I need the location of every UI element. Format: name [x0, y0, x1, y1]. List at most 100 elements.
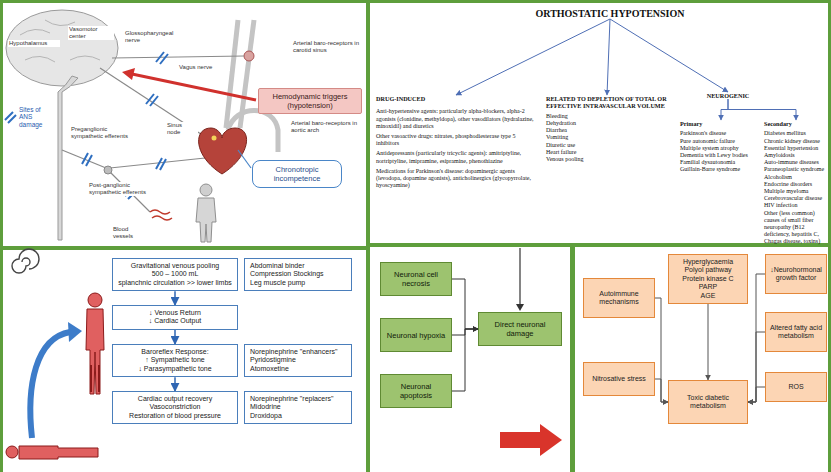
node-text: Vomiting — [546, 134, 668, 141]
posture-arrow — [30, 332, 70, 438]
connector-arrow — [748, 387, 765, 402]
node-text: Paraneoplastic syndrome — [764, 166, 828, 173]
glossopharyngeal-nerve — [112, 56, 244, 58]
process-box: Cardiac output recoveryVasoconstrictionR… — [112, 391, 238, 424]
node-text: Toxic diabetic metabolism — [671, 394, 745, 411]
node-text: Restoration of blood pressure — [116, 412, 234, 420]
carotid-artery — [226, 20, 238, 128]
cause-box: Neuronal cell necrosis — [380, 262, 452, 296]
mechanism-box: HyperglycaemiaPolyol pathwayProtein kina… — [668, 254, 748, 304]
tree-root: ORTHOSTATIC HYPOTENSION — [520, 8, 700, 19]
node-text: Dementia with Lewy bodies — [680, 152, 762, 159]
connector-arrow — [708, 304, 709, 380]
node-text: Diarrhea — [546, 127, 668, 134]
node-text: Venous pooling — [546, 156, 668, 163]
mechanism-box: ↓Neurohormonal growth factor — [765, 254, 827, 294]
cause-box: Neuronal apoptosis — [380, 374, 452, 408]
node-text: ↓ Venous Return — [116, 309, 234, 317]
node-text: Antidepressants (particularly tricyclic … — [376, 150, 536, 164]
connector-arrow — [721, 99, 728, 120]
connector-arrow — [452, 279, 478, 329]
arrowhead — [68, 322, 82, 342]
node-text: NEUROGENIC — [693, 92, 763, 99]
node-text: Gravitational venous pooling — [116, 262, 234, 270]
node-text: Hyperglycaemia — [671, 258, 745, 266]
node-text: Polyol pathway — [671, 266, 745, 274]
node-text: Essential hypertension — [764, 145, 828, 152]
category-heading: NEUROGENIC — [693, 92, 763, 99]
mechanism-box: ROS — [765, 372, 827, 402]
node-text: Cerebrovascular disease — [764, 195, 828, 202]
node-text: Droxidopa — [250, 412, 346, 420]
damage-mark — [146, 94, 158, 106]
effect-box: Direct neuronal damage — [478, 312, 562, 346]
part-label: Arterial baro-receptors in aortic arch — [290, 120, 360, 134]
process-box: ↓ Venous Return↓ Cardiac Output — [112, 305, 238, 330]
central-box: Toxic diabetic metabolism — [668, 380, 748, 424]
node-text: DRUG-INDUCED — [376, 95, 536, 102]
connector-arrow — [456, 19, 610, 95]
part-label: Post-ganglionic sympathetic efferents — [88, 182, 150, 196]
panel — [370, 247, 570, 472]
node-text: ↓ Parasympathetic tone — [116, 365, 234, 373]
node-text: Anti-hypertensive agents: particularly a… — [376, 108, 536, 130]
connector-arrow — [607, 19, 610, 95]
node-text: Autoimmune mechanisms — [586, 290, 652, 307]
node-text: Amyloidosis — [764, 152, 828, 159]
incoming-line — [519, 248, 520, 304]
part-label: Hypothalamus — [8, 40, 60, 47]
mechanism-box: Altered fatty acid metabolism — [765, 312, 827, 352]
node-text: ↓ Cardiac Output — [116, 317, 234, 325]
process-box: Gravitational venous pooling500 – 1000 m… — [112, 258, 238, 291]
body-figure — [200, 184, 212, 196]
blood-vessels-drawing — [150, 210, 172, 220]
connector-arrow — [174, 377, 176, 391]
node-text: Alcoholism — [764, 174, 828, 181]
pooling-mark — [91, 365, 99, 392]
process-box: Baroreflex Response:↑ Sympathetic tone↓ … — [112, 344, 238, 377]
node-text: Diuretic use — [546, 142, 668, 149]
lying-figure — [19, 446, 98, 459]
outgoing-arrow — [500, 424, 562, 456]
node-text: Other vasoactive drugs: nitrates, phosph… — [376, 133, 536, 147]
node-text: Familial dysautonomia — [680, 159, 762, 166]
part-label: Sinus node — [166, 122, 198, 136]
node-text: Pure autonomic failure — [680, 138, 762, 145]
panel — [3, 3, 366, 246]
treatment-box: Norepinephrine "enhancers"Pyridostigmine… — [244, 344, 352, 377]
treatment-box: Norepinephrine "replacers"MidodrineDroxi… — [244, 391, 352, 424]
arrowhead — [122, 68, 135, 80]
node-text: Cardiac output recovery — [116, 395, 234, 403]
spinal-cord — [58, 76, 78, 240]
node-text: Atomoxetine — [250, 365, 346, 373]
node-text: Midodrine — [250, 403, 346, 411]
damage-mark — [156, 52, 168, 64]
node-text: Parkinson's disease — [680, 130, 762, 137]
node-text: Nitrosative stress — [586, 375, 652, 383]
node-text: Other (less common) causes of small fibe… — [764, 210, 828, 246]
panel — [3, 250, 366, 472]
node-text: Diabetes mellitus — [764, 130, 828, 137]
connector-arrow — [174, 291, 176, 305]
node-text: Dehydration — [546, 120, 668, 127]
standing-figure — [86, 309, 104, 394]
node-text: Neuronal apoptosis — [384, 382, 448, 400]
node-text: Heart failure — [546, 149, 668, 156]
node-text: RELATED TO DEPLETION OF TOTAL OR EFFECTI… — [546, 95, 668, 110]
trigger-box: Hemodynamic triggers (hypotension) — [258, 88, 362, 114]
node-text: ↓Neurohormonal growth factor — [768, 266, 824, 283]
part-label: Arterial baro-receptors in carotid sinus — [292, 40, 362, 54]
connector-arrow — [728, 99, 796, 120]
node-text: Leg muscle pump — [250, 279, 346, 287]
subcategory-column: SecondaryDiabetes mellitusChronic kidney… — [764, 120, 828, 245]
carotid-sinus — [244, 51, 254, 61]
node-text: Primary — [680, 120, 762, 127]
connector-arrow — [748, 274, 765, 402]
node-text: Baroreflex Response: — [116, 348, 234, 356]
arrowhead — [516, 304, 524, 311]
connector-arrow — [610, 19, 728, 92]
node-text: Hemodynamic triggers (hypotension) — [263, 92, 357, 110]
node-text: ROS — [768, 383, 824, 391]
preganglionic-nerve — [62, 150, 106, 168]
node-text: Auto-immune diseases — [764, 159, 828, 166]
